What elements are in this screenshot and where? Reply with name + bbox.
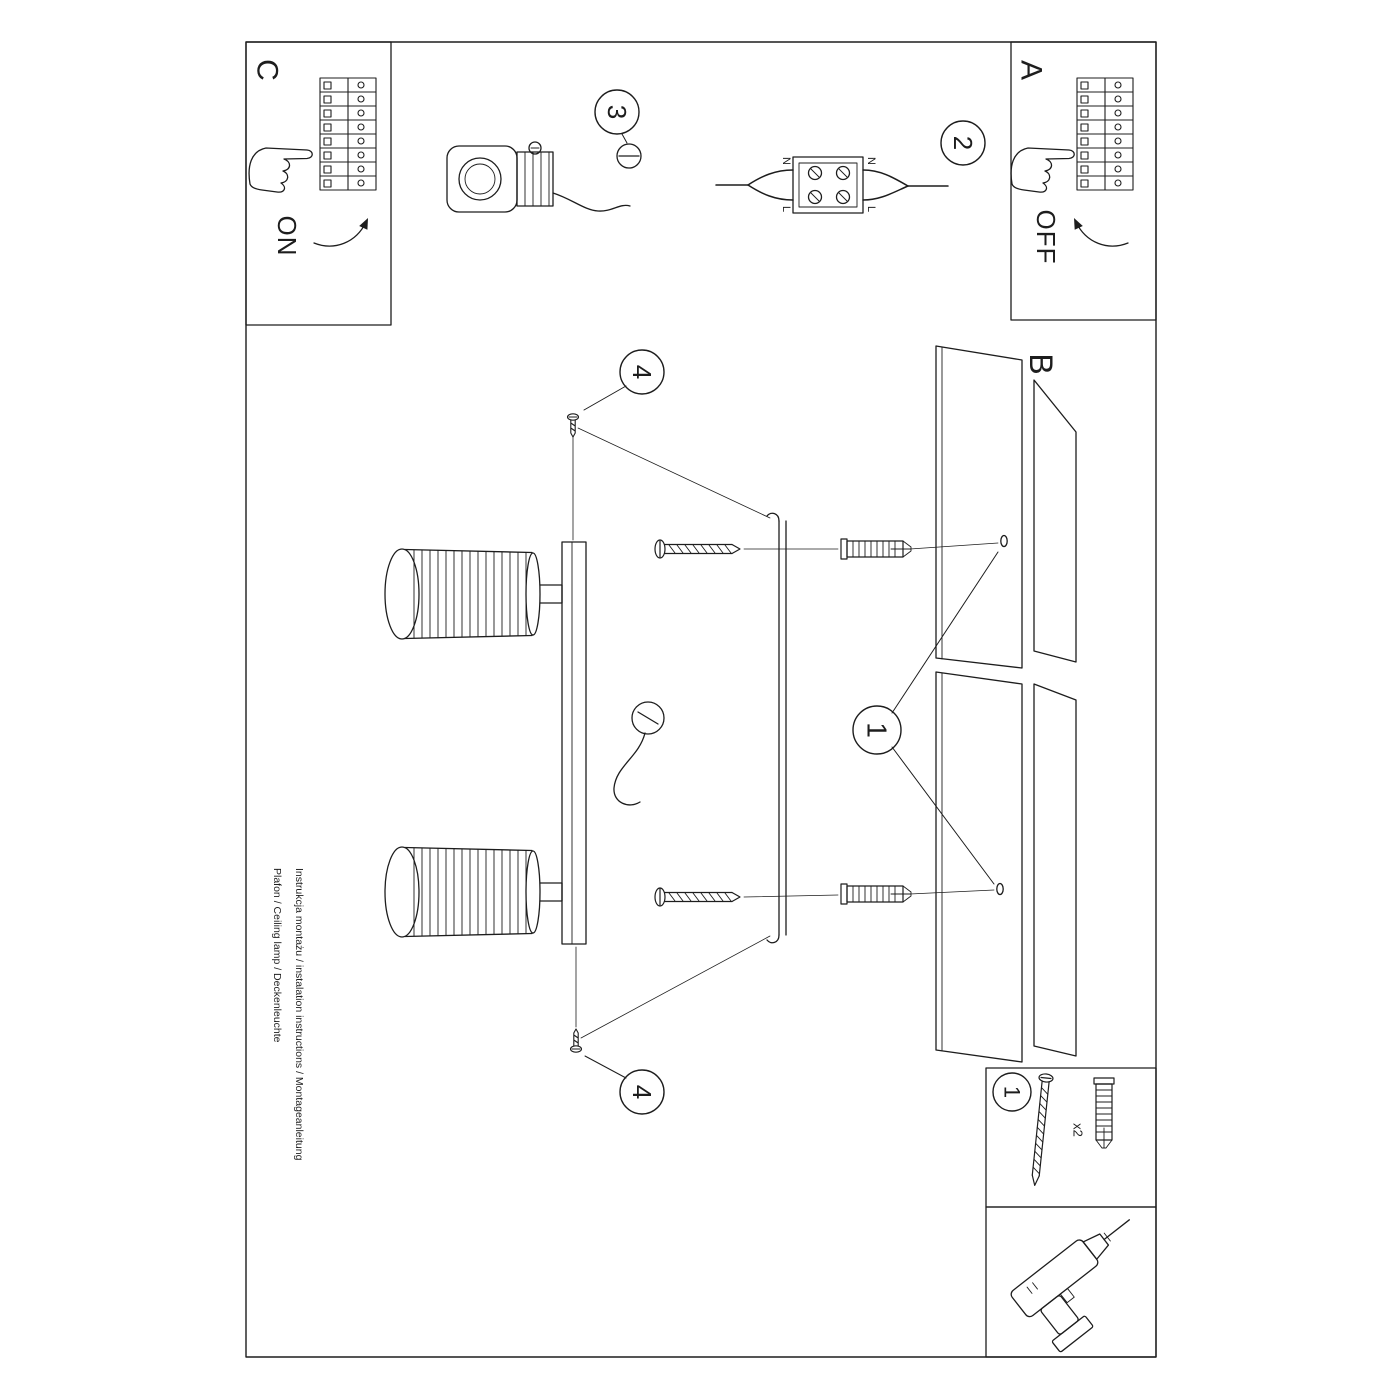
step-badge-4-top: 4 — [619, 349, 665, 395]
page-border — [245, 41, 1157, 1358]
fastener-legend-group: 1 x2 — [992, 1072, 1115, 1187]
panel-a-box — [1010, 41, 1157, 321]
mounting-plate — [561, 541, 587, 945]
mounting-screw-icon — [654, 887, 741, 907]
step-badge-1-number: 1 — [862, 722, 893, 738]
power-off-label: OFF — [1031, 210, 1061, 265]
step-b-label: B — [1023, 353, 1059, 374]
step-badge-4-number: 4 — [627, 1085, 657, 1099]
breaker-panel-icon — [319, 77, 377, 191]
panel-c-box — [245, 41, 392, 326]
step-c-label: C — [251, 59, 284, 81]
wires — [715, 169, 949, 201]
step-badge-4-bottom: 4 — [619, 1069, 665, 1115]
spot-lamp-icon — [384, 846, 563, 938]
alignment-lines — [572, 427, 999, 1039]
mounting-bracket — [766, 512, 787, 944]
drill-box — [985, 1206, 1157, 1358]
drill-hole — [996, 882, 1004, 896]
footer-product-line: Plafon / Ceiling lamp / Deckenleuchte — [271, 868, 283, 1043]
footer-instructions-line: Instrukcja montażu / instalation instruc… — [293, 868, 305, 1161]
pointing-hand-icon — [1010, 147, 1075, 193]
fixing-screw-icon — [566, 413, 580, 438]
legend-badge-1-number: 1 — [1000, 1086, 1025, 1098]
step-badge-3: 3 — [594, 89, 640, 135]
step-badge-3-number: 3 — [602, 105, 632, 119]
rotate-off-arrow-icon — [1074, 218, 1129, 247]
lamp-socket-icon — [446, 141, 554, 213]
quantity-label: x2 — [1071, 1123, 1086, 1137]
wire-label-l-right: L — [865, 206, 877, 212]
wall-plug-icon — [1093, 1077, 1115, 1149]
exploded-view-group: B — [384, 345, 1077, 1115]
wire-label-n-left: N — [780, 157, 792, 165]
spot-lamp-icon — [384, 548, 563, 640]
page-frame — [245, 41, 1157, 1358]
panel-a-group: A OFF — [1010, 60, 1134, 265]
pointing-hand-icon — [248, 147, 313, 193]
plate-screw-symbol-icon — [631, 701, 665, 735]
drill-hole — [1000, 534, 1008, 548]
step-badge-2: 2 — [940, 120, 986, 166]
breaker-panel-icon — [1076, 77, 1134, 191]
rotate-on-arrow-icon — [313, 218, 368, 247]
wire-label-n-right: N — [865, 157, 877, 165]
legend-badge-1: 1 — [992, 1072, 1032, 1112]
socket-wire — [552, 192, 631, 212]
wall-plug-icon — [840, 883, 912, 905]
lamp-cable — [613, 732, 646, 806]
wall-plug-icon — [840, 538, 912, 560]
power-on-label: ON — [272, 216, 302, 257]
step-a-label: A — [1015, 60, 1048, 80]
panel-c-group: C ON — [248, 59, 377, 257]
mounting-screw-icon — [654, 539, 741, 559]
footer-text-group: Instrukcja montażu / instalation instruc… — [271, 868, 305, 1161]
step-badge-2-number: 2 — [948, 136, 978, 150]
drill-icon — [1010, 1219, 1130, 1353]
fixing-screw-icon — [569, 1028, 583, 1053]
terminal-block-icon — [792, 156, 864, 214]
ceiling-panels — [935, 345, 1077, 1063]
step-badge-1: 1 — [852, 705, 902, 755]
step-3-group: 3 — [446, 89, 642, 213]
screw-head-symbol-icon — [616, 143, 642, 169]
wire-label-l-left: L — [780, 206, 792, 212]
step-badge-4-number: 4 — [627, 365, 657, 379]
step-2-group: 2 N L N L — [715, 120, 986, 214]
